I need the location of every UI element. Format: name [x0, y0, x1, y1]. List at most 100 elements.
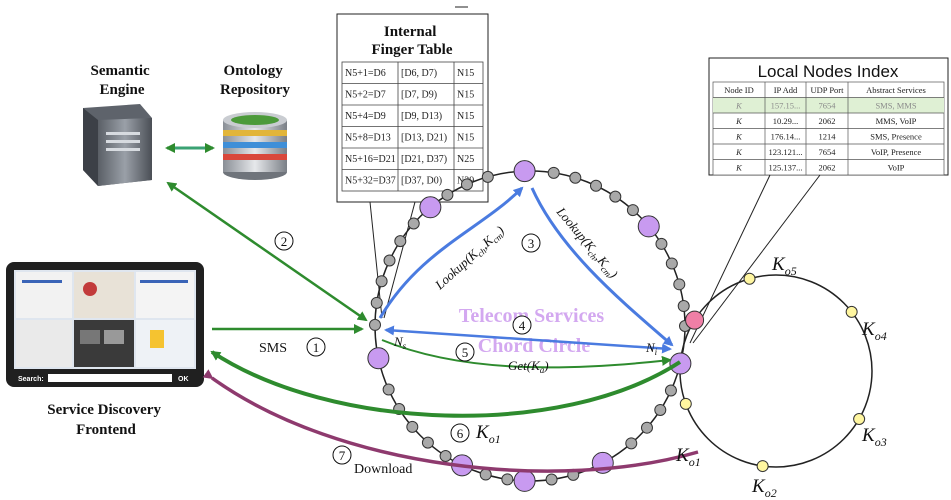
finger-table-cell: N5+8=D13: [345, 133, 391, 144]
lookup-left-label: Lookup(Kch,Kcm): [431, 223, 508, 295]
step-6-marker: 6 Ko1: [450, 422, 501, 446]
step6-return-arrow: [210, 350, 682, 418]
finger-table-cell: N25: [457, 154, 474, 165]
step-5-number: 5: [462, 345, 469, 360]
finger-table-cell: N15: [457, 111, 474, 122]
local-index-cell: 7654: [819, 101, 837, 111]
node-s-label: Ns: [393, 334, 407, 351]
chord-peer-node-upper-right: [637, 215, 660, 238]
step3-lookup-arrow-left: [378, 186, 524, 319]
step-1-number: 1: [313, 340, 320, 355]
local-ring-node: [756, 460, 769, 473]
local-index-cell: 7654: [819, 147, 837, 157]
chord-ring-node: [369, 318, 382, 331]
step-4-marker: 4: [512, 315, 532, 335]
local-index-header: IP Add: [774, 85, 798, 95]
step-2-marker: 2: [274, 231, 294, 251]
chord-ring-node: [626, 204, 639, 217]
ring-label-ko1: Ko1: [675, 445, 701, 469]
chord-ring-node: [655, 237, 668, 250]
local-ring-node: [853, 413, 866, 425]
local-index-cell: K: [735, 163, 743, 173]
step5-get-arrow: [381, 339, 672, 369]
chord-peer-node-s: [367, 347, 390, 370]
step4-node-link-arrow: [384, 325, 672, 354]
chord-ring-node: [439, 449, 452, 462]
search-ok-button[interactable]: OK: [178, 376, 189, 383]
chord-ring-node: [382, 383, 395, 396]
step-4-number: 4: [519, 318, 526, 333]
local-index-cell: 10.29...: [773, 116, 799, 126]
ontology-repository-label: Ontology Repository: [220, 63, 290, 98]
step7-download-arrow: [202, 369, 699, 473]
step-1-marker: SMS 1: [259, 337, 326, 357]
chord-ring-node: [394, 235, 407, 248]
chord-ring-node: [545, 473, 558, 486]
chord-ring-node: [589, 179, 602, 192]
finger-table-cell: N15: [457, 68, 474, 79]
step-7-label: Download: [354, 462, 412, 477]
step2-semantic-query-arrow: [166, 181, 368, 322]
local-nodes-index-title: Local Nodes Index: [758, 62, 899, 81]
local-index-cell: 1214: [819, 132, 837, 142]
local-index-callout-line: [692, 174, 821, 344]
chord-ring-node: [569, 171, 582, 184]
local-nodes-index-table: Local Nodes Index Node ID IP Add UDP Port A…: [708, 57, 949, 176]
lookup-right-label: Lookup(Kch,Kcm): [552, 204, 622, 283]
chord-ring-node: [664, 384, 677, 397]
semantic-engine-server-icon: [83, 104, 152, 186]
chord-ring-node: [407, 217, 420, 230]
step-6-number: 6: [457, 426, 464, 441]
chord-ring-node: [481, 170, 494, 183]
chord-peer-node-upper-left: [419, 196, 442, 219]
chord-ring-node: [375, 275, 388, 288]
finger-table-cell: N5+16=D21: [345, 154, 396, 165]
ring-label-ko4: Ko4: [861, 319, 887, 343]
finger-table-cell: N5+1=D6: [345, 68, 386, 79]
chord-ring-node: [479, 468, 492, 481]
finger-table-cell: [D7, D9): [401, 90, 437, 101]
chord-ring-node: [370, 296, 383, 309]
chord-ring-node: [383, 254, 396, 267]
semantic-engine-label: Semantic Engine: [91, 63, 154, 98]
finger-table-cell: N15: [457, 133, 474, 144]
search-bar-label: Search:: [18, 376, 44, 383]
chord-circle-label: Telecom Services Chord Circle: [459, 305, 609, 357]
node-i-label: Ni: [645, 340, 658, 357]
local-index-cell: 123.121...: [769, 147, 803, 157]
finger-table-cell: [D13, D21): [401, 133, 447, 144]
local-index-cell: SMS, Presence: [870, 132, 922, 142]
finger-table-cell: N15: [457, 90, 474, 101]
finger-table-cell: N5+2=D7: [345, 90, 386, 101]
local-index-cell: 125.137...: [769, 163, 803, 173]
local-index-cell: 2062: [819, 116, 836, 126]
ring-label-ko5: Ko5: [771, 254, 797, 278]
step-2-number: 2: [281, 234, 288, 249]
step-7-number: 7: [339, 448, 346, 463]
local-index-cell: VoIP, Presence: [871, 147, 922, 157]
chord-ring-node: [406, 420, 419, 433]
local-ring-gateway-node: [685, 310, 705, 330]
local-index-callout-line: [689, 174, 771, 344]
ring-label-ko2: Ko2: [751, 476, 777, 500]
local-index-header: UDP Port: [811, 85, 845, 95]
local-ring-node: [679, 397, 692, 410]
chord-ring-node: [677, 300, 690, 313]
finger-table-cell: [D21, D37): [401, 154, 447, 165]
finger-table-cell: N5+32=D37: [345, 176, 396, 187]
chord-ring-peer-nodes: [367, 160, 866, 492]
finger-table-title: Internal Finger Table: [372, 24, 453, 58]
tablet-frontend-icon: [6, 262, 204, 387]
chord-ring-node: [547, 166, 560, 179]
step-6-ko1-label: Ko1: [475, 422, 501, 446]
local-index-cell: K: [735, 132, 743, 142]
local-index-cell: SMS, MMS: [875, 101, 916, 111]
local-ring-labels: Ko1 Ko2 Ko3 Ko4 Ko5: [675, 254, 887, 500]
chord-ring-node: [441, 188, 454, 201]
local-index-header: Node ID: [724, 85, 754, 95]
chord-ring-node: [501, 473, 514, 486]
local-index-header: Abstract Services: [866, 85, 926, 95]
